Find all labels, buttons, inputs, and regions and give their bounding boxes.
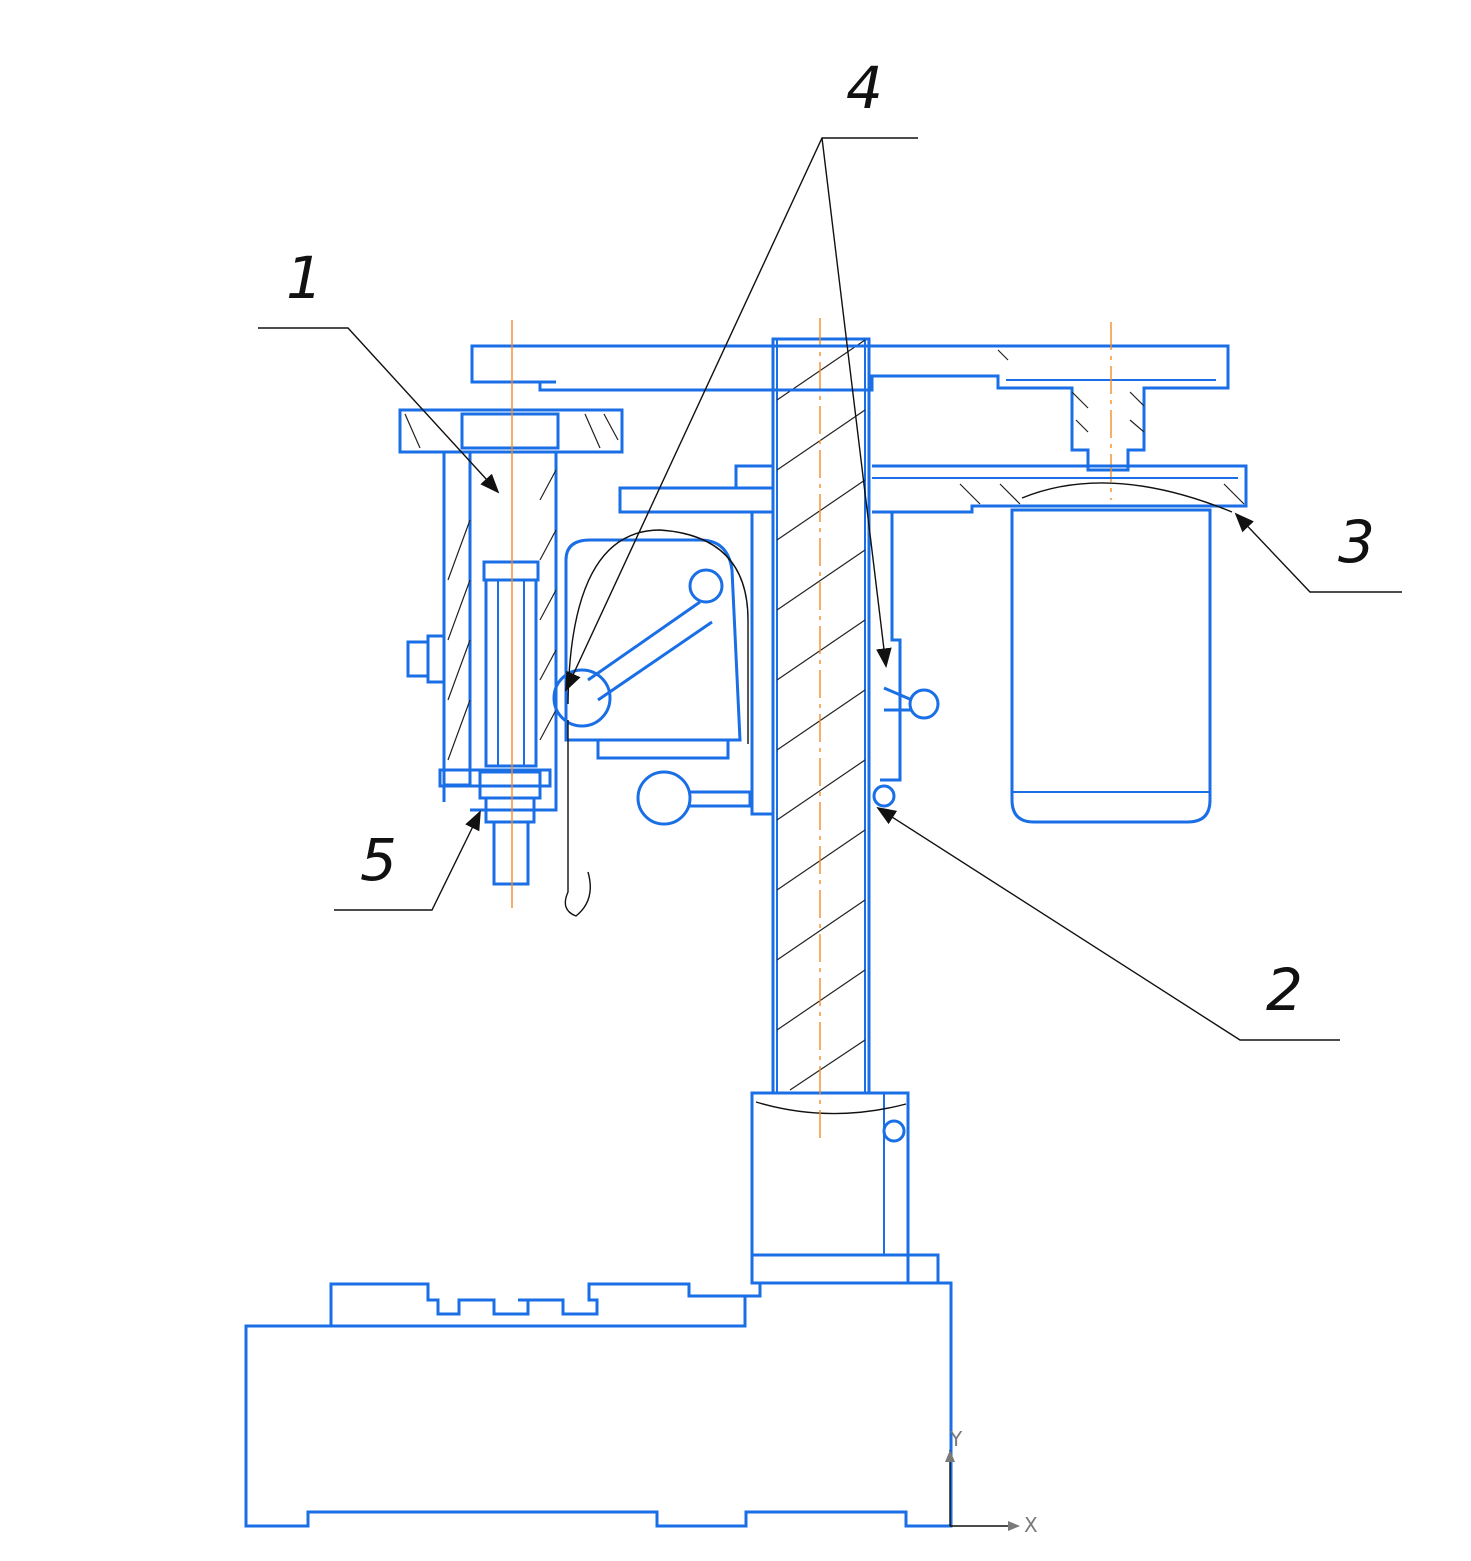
- feed-handle-assembly: [552, 512, 772, 917]
- coordinate-axes: X Y: [945, 1427, 1038, 1537]
- leader-2: [876, 806, 1340, 1041]
- leader-4b: [821, 137, 892, 668]
- spindle-head: [398, 320, 624, 908]
- leader-1: [258, 327, 500, 494]
- machine-base: [244, 1281, 953, 1528]
- axis-y-label: Y: [949, 1427, 963, 1451]
- callout-3: 3: [1338, 508, 1375, 576]
- top-arm: [470, 322, 1230, 500]
- motor-mount-arm: [618, 464, 1248, 514]
- column-foot: [750, 1091, 940, 1285]
- column-clamp: [872, 510, 940, 808]
- axis-x-label: X: [1024, 1513, 1038, 1537]
- callout-1: 1: [286, 244, 323, 312]
- callout-2: 2: [1266, 956, 1303, 1024]
- motor: [1010, 482, 1233, 824]
- callout-4: 4: [846, 54, 883, 122]
- leader-5: [334, 810, 481, 911]
- callout-5: 5: [360, 826, 397, 894]
- leader-3: [1234, 512, 1402, 593]
- column: [771, 318, 871, 1140]
- leader-lines: [258, 137, 1402, 1041]
